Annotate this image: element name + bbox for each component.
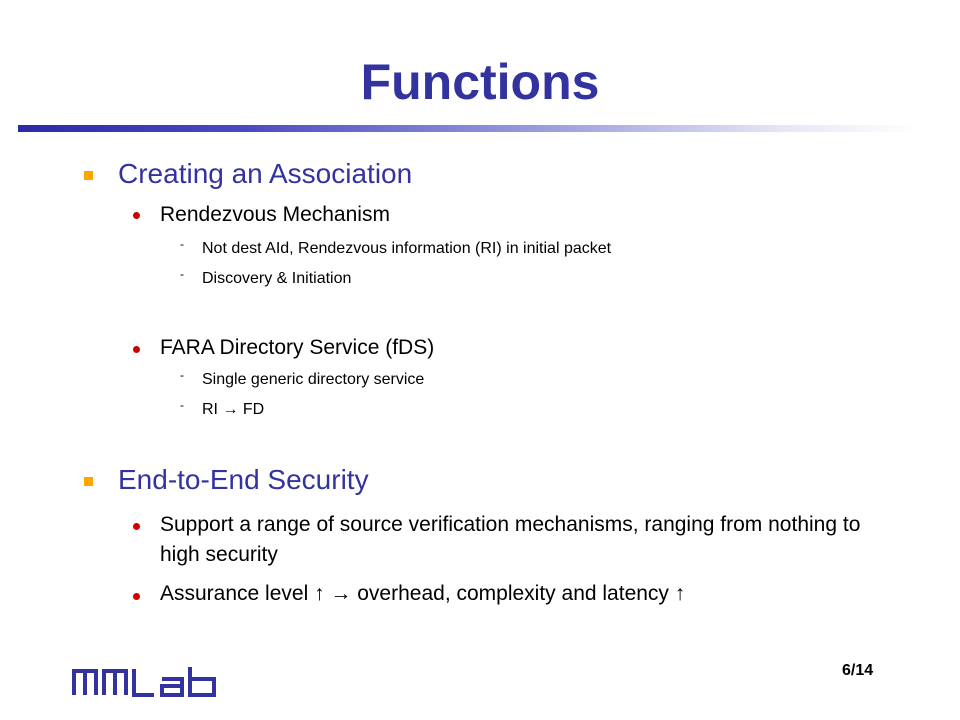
round-bullet-icon — [133, 523, 140, 530]
subitem-single-generic-directory: Single generic directory service — [202, 371, 425, 388]
subitem-ri-to-fd: RI → FD — [202, 401, 265, 418]
dash-bullet-icon: - — [180, 237, 184, 251]
dash-bullet-icon: - — [180, 267, 184, 281]
item-support-range: Support a range of source verification m… — [160, 513, 861, 566]
title-underline-bar — [18, 125, 918, 132]
dash-bullet-icon: - — [180, 368, 184, 382]
mmlab-logo — [72, 667, 216, 697]
section-heading-end-to-end-security: End-to-End Security — [118, 464, 369, 495]
round-bullet-icon — [133, 346, 140, 353]
item-assurance-level: Assurance level ↑ → overhead, complexity… — [160, 582, 686, 605]
dash-bullet-icon: - — [180, 398, 184, 412]
item-fara-directory-service: FARA Directory Service (fDS) — [160, 336, 435, 359]
slide-title: Functions — [360, 54, 600, 110]
round-bullet-icon — [133, 212, 140, 219]
subitem-not-dest-aid: Not dest AId, Rendezvous information (RI… — [202, 240, 612, 257]
section-heading-creating-association: Creating an Association — [118, 158, 413, 189]
page-number: 6/14 — [842, 662, 874, 679]
square-bullet-icon — [84, 477, 93, 486]
subitem-discovery-initiation: Discovery & Initiation — [202, 270, 352, 287]
square-bullet-icon — [84, 171, 93, 180]
item-rendezvous-mechanism: Rendezvous Mechanism — [160, 203, 390, 226]
round-bullet-icon — [133, 593, 140, 600]
